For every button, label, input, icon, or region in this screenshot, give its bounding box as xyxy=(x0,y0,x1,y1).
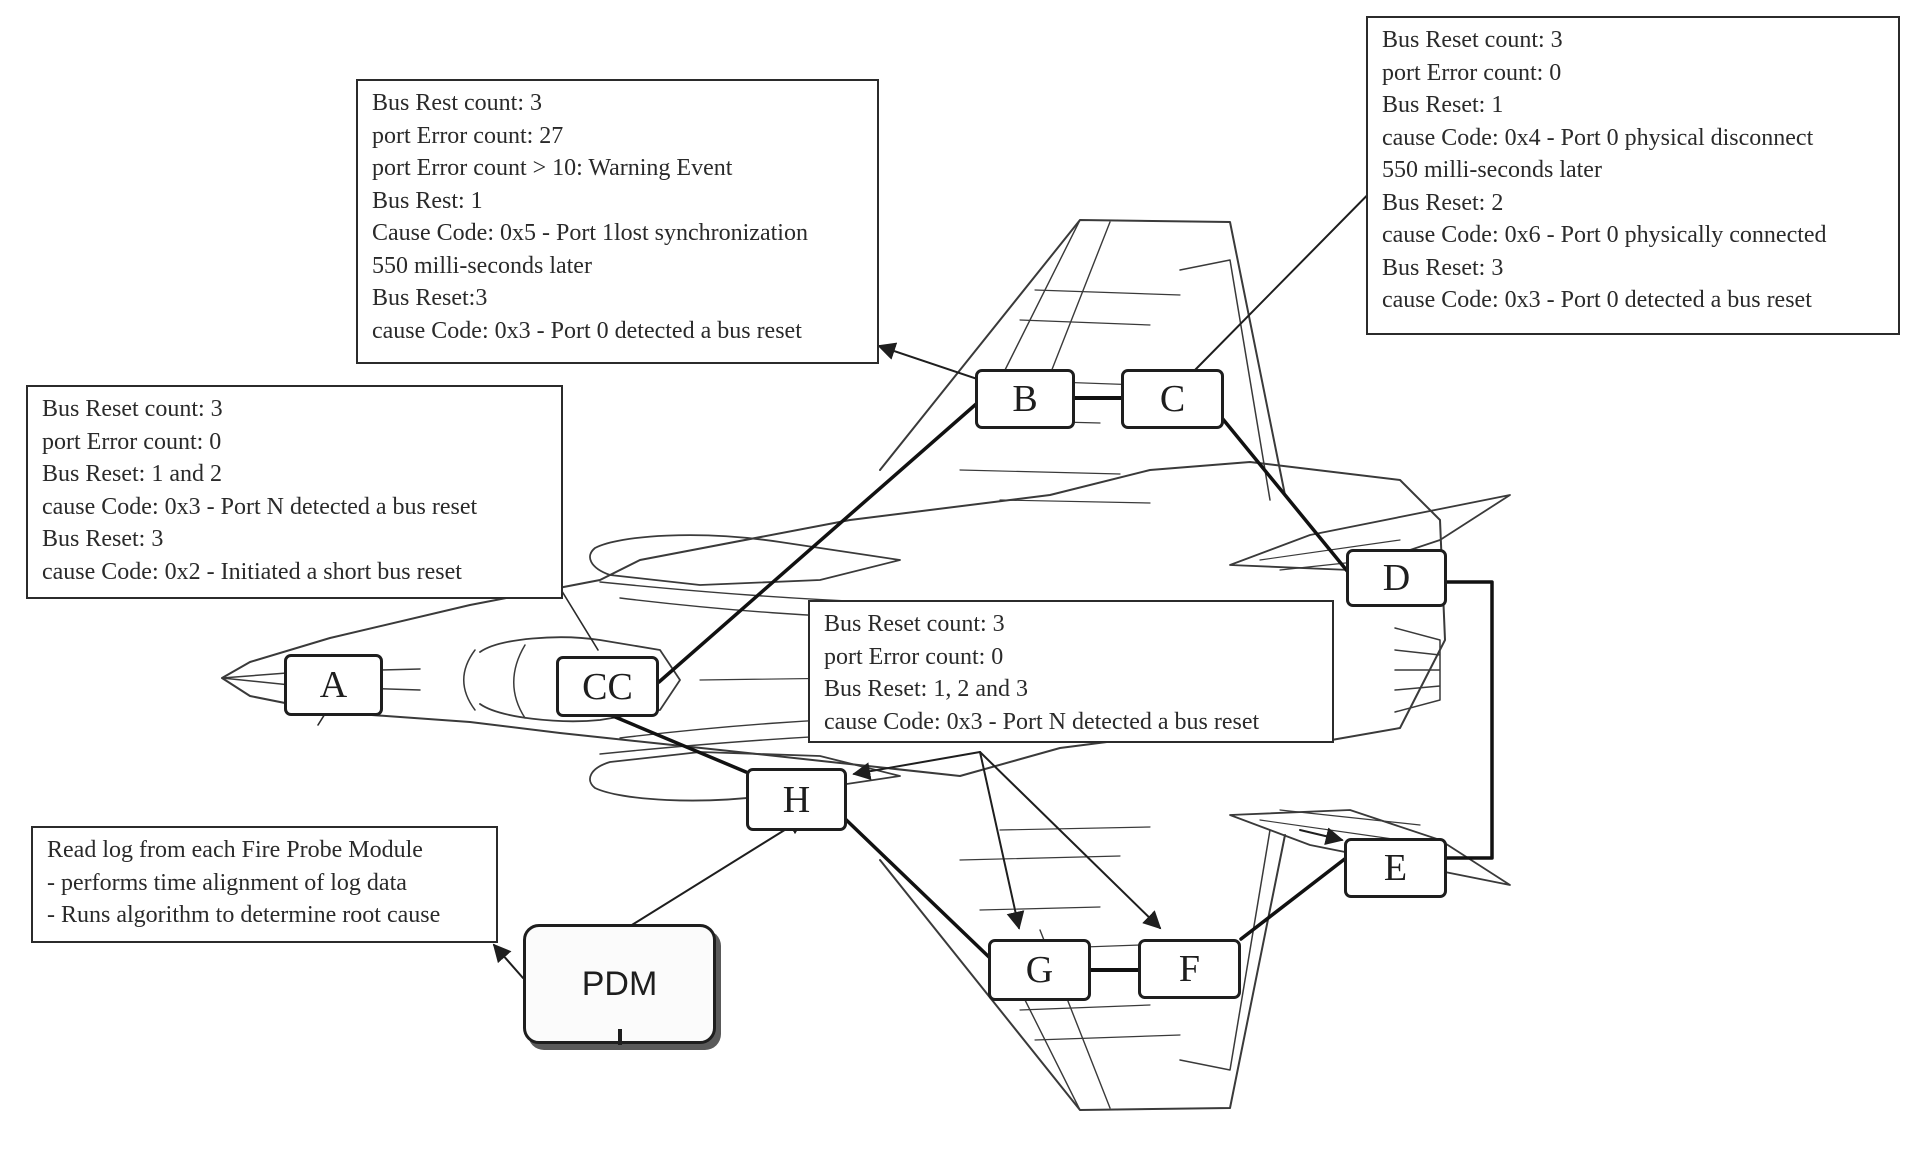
others-log-box: Bus Reset count: 3 port Error count: 0 B… xyxy=(808,600,1334,743)
log-line: Bus Reset count: 3 xyxy=(824,611,1005,637)
log-line: cause Code: 0x6 - Port 0 physically conn… xyxy=(1382,222,1827,248)
node-cc[interactable]: CC xyxy=(556,656,659,717)
log-line: Bus Reset:3 xyxy=(372,285,488,311)
log-line: Cause Code: 0x5 - Port 1lost synchroniza… xyxy=(372,220,808,246)
log-line: 550 milli-seconds later xyxy=(372,252,592,279)
node-f-label: F xyxy=(1178,948,1201,990)
log-line: port Error count: 0 xyxy=(824,643,1004,670)
log-line: port Error count: 0 xyxy=(42,428,222,455)
node-b[interactable]: B xyxy=(975,369,1075,429)
pdm-log-box: Read log from each Fire Probe Module - p… xyxy=(31,826,498,943)
node-a-label: A xyxy=(319,664,348,706)
node-a[interactable]: A xyxy=(284,654,383,716)
node-c-label: C xyxy=(1159,378,1186,420)
node-c[interactable]: C xyxy=(1121,369,1224,429)
log-line: - Runs algorithm to determine root cause xyxy=(47,902,441,928)
node-e[interactable]: E xyxy=(1344,838,1447,898)
log-line: Bus Rest count: 3 xyxy=(372,90,543,116)
node-b-label: B xyxy=(1012,378,1038,420)
node-h-label: H xyxy=(782,778,811,821)
b-log-box: Bus Rest count: 3 port Error count: 27 p… xyxy=(356,79,879,364)
node-pdm[interactable]: PDM xyxy=(523,924,716,1045)
log-line: - performs time alignment of log data xyxy=(47,869,407,896)
log-line: Bus Reset: 1, 2 and 3 xyxy=(824,676,1028,702)
c-log-box: Bus Reset count: 3 port Error count: 0 B… xyxy=(1366,16,1900,335)
log-line: port Error count > 10: Warning Event xyxy=(372,155,733,181)
log-line: 550 milli-seconds later xyxy=(1382,157,1602,183)
node-h[interactable]: H xyxy=(746,768,847,831)
log-line: Bus Reset: 1 and 2 xyxy=(42,461,222,487)
log-line: Bus Reset count: 3 xyxy=(42,396,223,422)
node-g[interactable]: G xyxy=(988,939,1091,1001)
log-line: Read log from each Fire Probe Module xyxy=(47,837,423,863)
node-d-label: D xyxy=(1382,557,1411,599)
pdm-notch xyxy=(618,1029,622,1045)
log-line: cause Code: 0x3 - Port N detected a bus … xyxy=(42,493,478,520)
log-line: cause Code: 0x3 - Port N detected a bus … xyxy=(824,708,1260,735)
node-d[interactable]: D xyxy=(1346,549,1447,607)
log-line: cause Code: 0x2 - Initiated a short bus … xyxy=(42,558,462,585)
log-line: Bus Reset: 3 xyxy=(42,526,164,552)
cc-log-box: Bus Reset count: 3 port Error count: 0 B… xyxy=(26,385,563,599)
log-line: Bus Rest: 1 xyxy=(372,187,483,214)
log-line: cause Code: 0x4 - Port 0 physical discon… xyxy=(1382,124,1814,151)
log-line: cause Code: 0x3 - Port 0 detected a bus … xyxy=(372,317,802,344)
log-line: Bus Reset: 1 xyxy=(1382,92,1504,118)
node-g-label: G xyxy=(1025,949,1054,991)
node-cc-label: CC xyxy=(582,665,633,708)
log-line: cause Code: 0x3 - Port 0 detected a bus … xyxy=(1382,287,1812,313)
node-e-label: E xyxy=(1383,847,1408,889)
node-pdm-label: PDM xyxy=(581,964,658,1003)
log-line: Bus Reset: 2 xyxy=(1382,189,1504,216)
node-f[interactable]: F xyxy=(1138,939,1241,999)
log-line: port Error count: 27 xyxy=(372,122,564,149)
log-line: Bus Reset: 3 xyxy=(1382,254,1504,281)
log-line: port Error count: 0 xyxy=(1382,59,1562,86)
log-line: Bus Reset count: 3 xyxy=(1382,27,1563,53)
